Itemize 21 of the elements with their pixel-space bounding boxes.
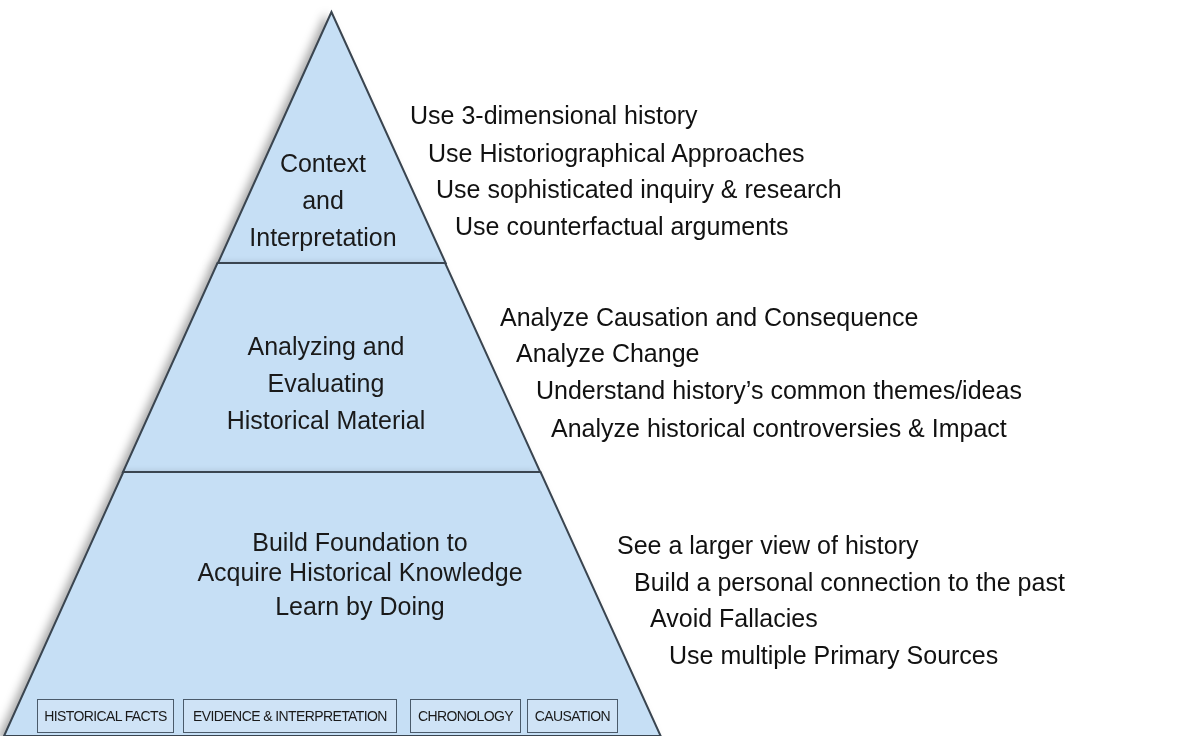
list-item: Use counterfactual arguments — [455, 211, 789, 241]
list-item: Build a personal connection to the past — [634, 567, 1065, 597]
list-item: Use multiple Primary Sources — [669, 640, 999, 670]
list-item: Analyze historical controversies & Impact — [551, 413, 1007, 443]
list-item: Use sophisticated inquiry & research — [436, 174, 842, 204]
list-item: Understand history’s common themes/ideas — [536, 375, 1022, 405]
section-title: Acquire Historical Knowledge — [196, 557, 524, 588]
label-box: CAUSATION — [527, 699, 618, 733]
section-title: Build Foundation to — [251, 527, 469, 558]
list-item: Analyze Causation and Consequence — [500, 302, 919, 332]
list-item: Analyze Change — [516, 338, 700, 368]
section-title: Analyzing and Evaluating Historical Material — [225, 331, 427, 436]
list-item: Avoid Fallacies — [650, 603, 818, 633]
list-item: Use 3-dimensional history — [410, 100, 698, 130]
section-title: Context and Interpretation — [248, 148, 398, 253]
label-box: CHRONOLOGY — [410, 699, 521, 733]
label-box: EVIDENCE & INTERPRETATION — [183, 699, 397, 733]
list-item: Use Historiographical Approaches — [428, 138, 805, 168]
list-item: See a larger view of history — [617, 530, 919, 560]
section-title: Learn by Doing — [274, 591, 446, 622]
label-box: HISTORICAL FACTS — [37, 699, 174, 733]
